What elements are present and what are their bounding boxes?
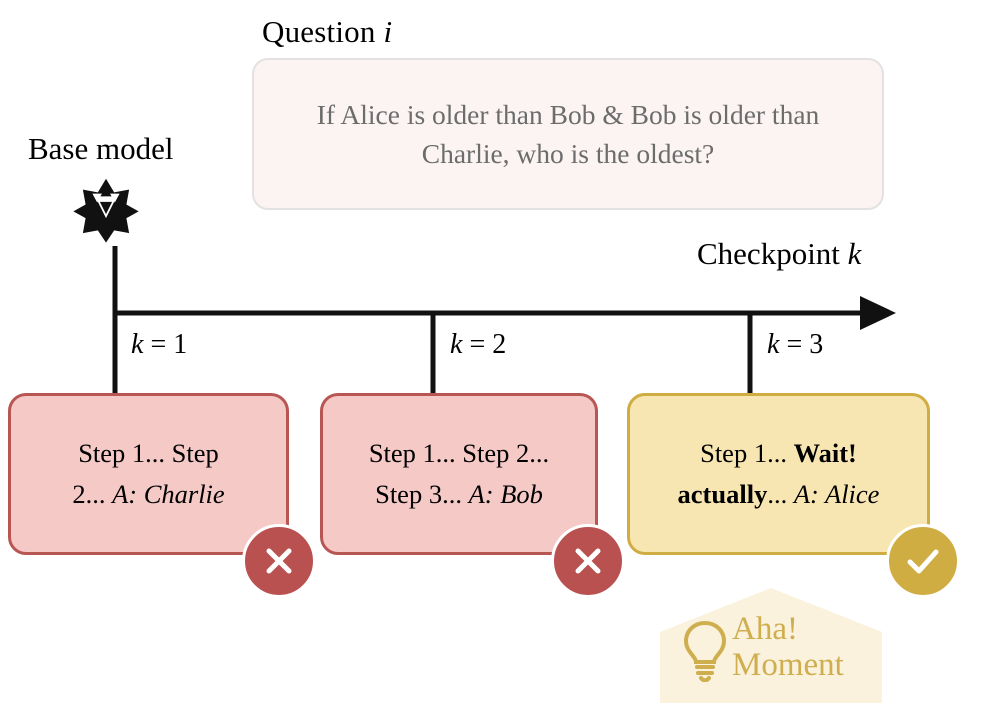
qwen-star-logo-icon bbox=[72, 176, 140, 244]
trace-box-checkpoint-3: Step 1... Wait! actually... A: Alice bbox=[627, 393, 930, 555]
base-model-label: Base model bbox=[28, 131, 174, 166]
trace-1-line2-plain: 2... bbox=[72, 479, 113, 509]
k-value: 3 bbox=[809, 329, 824, 360]
checkpoint-tick-label-1: k = 1 bbox=[131, 329, 187, 361]
aha-moment-line2: Moment bbox=[732, 646, 844, 683]
aha-banner-shape bbox=[660, 588, 882, 703]
trace-text-2: Step 1... Step 2... Step 3... A: Bob bbox=[369, 433, 549, 515]
trace-box-checkpoint-1: Step 1... Step 2... A: Charlie bbox=[8, 393, 289, 555]
question-box: If Alice is older than Bob & Bob is olde… bbox=[252, 58, 884, 210]
trace-2-line2-plain: Step 3... bbox=[375, 479, 469, 509]
status-badge-incorrect-1 bbox=[242, 524, 316, 598]
k-value: 2 bbox=[492, 329, 507, 360]
check-icon bbox=[907, 549, 939, 574]
trace-3-answer: A: Alice bbox=[793, 479, 880, 509]
k-equals: = bbox=[779, 329, 810, 360]
trace-text-1: Step 1... Step 2... A: Charlie bbox=[72, 433, 224, 515]
trace-2-answer: A: Bob bbox=[468, 479, 543, 509]
trace-3-wait-keyword: Wait! bbox=[793, 437, 857, 468]
aha-moment-line1: Aha! bbox=[732, 611, 798, 647]
k-variable: k bbox=[450, 329, 463, 360]
checkpoint-axis-variable: k bbox=[847, 236, 862, 271]
checkpoint-tick-label-2: k = 2 bbox=[450, 329, 506, 361]
k-equals: = bbox=[462, 329, 493, 360]
aha-moment-banner: Aha! Moment bbox=[660, 588, 882, 703]
status-badge-incorrect-2 bbox=[551, 524, 625, 598]
question-index-variable: i bbox=[383, 14, 393, 49]
trace-2-line1: Step 1... Step 2... bbox=[368, 437, 550, 468]
trace-box-checkpoint-2: Step 1... Step 2... Step 3... A: Bob bbox=[320, 393, 598, 555]
cross-icon bbox=[575, 548, 601, 574]
k-variable: k bbox=[131, 329, 144, 360]
trace-3-line2-plain: ... bbox=[767, 479, 794, 509]
lightbulb-icon bbox=[683, 620, 727, 682]
question-title: Question i bbox=[262, 14, 392, 50]
k-value: 1 bbox=[173, 329, 188, 360]
k-variable: k bbox=[767, 329, 780, 360]
trace-3-actually-keyword: actually bbox=[677, 479, 768, 509]
status-badge-correct-3 bbox=[886, 524, 960, 598]
aha-moment-text: Aha! Moment bbox=[732, 611, 844, 683]
trace-1-answer: A: Charlie bbox=[112, 479, 225, 509]
question-title-text: Question bbox=[262, 14, 384, 49]
checkpoint-axis-label-text: Checkpoint bbox=[697, 236, 848, 271]
trace-text-3: Step 1... Wait! actually... A: Alice bbox=[678, 433, 880, 515]
trace-3-line1-plain: Step 1... bbox=[700, 437, 794, 468]
timeline-axis bbox=[112, 246, 896, 395]
trace-1-line1: Step 1... Step bbox=[78, 437, 219, 468]
checkpoint-axis-label: Checkpoint k bbox=[697, 236, 861, 272]
k-equals: = bbox=[143, 329, 174, 360]
checkpoint-tick-label-3: k = 3 bbox=[767, 329, 823, 361]
cross-icon bbox=[266, 548, 292, 574]
right-arrow-icon bbox=[860, 296, 896, 330]
question-text: If Alice is older than Bob & Bob is olde… bbox=[316, 98, 820, 169]
